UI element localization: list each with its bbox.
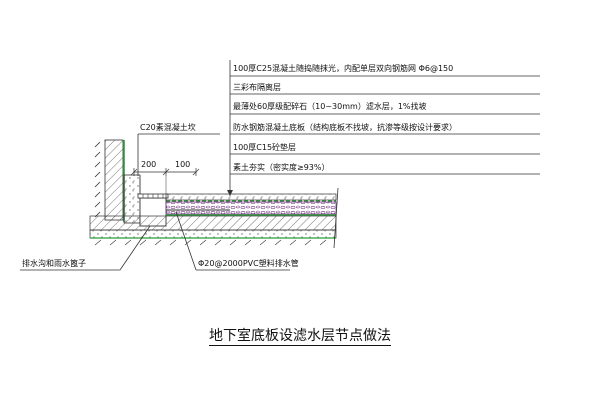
ground-hatch-marks — [94, 141, 101, 218]
topping-layer — [165, 193, 337, 201]
slab-layer — [89, 215, 337, 231]
layer-label-soil: 素土夯实（密实度≥93%） — [233, 163, 330, 172]
dimension-200: 200 — [141, 160, 157, 169]
dimension-100: 100 — [175, 160, 191, 169]
layer-label-topping: 100厚C25混凝土随捣随抹光，内配单层双向钢筋网 Φ6@150 — [233, 64, 454, 73]
layer-label-slab: 防水钢筋混凝土底板（结构底板不找坡，抗渗等级按设计要求） — [233, 123, 457, 132]
gutter-leader — [20, 225, 151, 271]
leader-rules — [230, 75, 540, 175]
layer-label-membrane: 三彩布隔离层 — [233, 83, 281, 92]
callout-gutter: 排水沟和雨水篦子 — [22, 259, 86, 268]
leader-arrow — [227, 190, 233, 196]
grate-bars — [142, 194, 164, 198]
break-line — [333, 187, 339, 249]
pipe-leader — [175, 211, 290, 271]
callout-curb: C20素混凝土坎 — [140, 123, 196, 132]
curb-leader — [137, 133, 220, 176]
cushion-layer — [89, 229, 337, 239]
callout-pipe: Φ20@2000PVC塑料排水管 — [198, 259, 299, 268]
soil-marks — [94, 239, 327, 246]
diagram-caption: 地下室底板设滤水层节点做法 — [0, 327, 600, 346]
retaining-wall — [104, 139, 124, 221]
layer-label-cushion: 100厚C15砼垫层 — [233, 143, 297, 152]
dim-ticks — [130, 168, 200, 176]
layer-label-gravel: 最薄处60厚级配碎石（10~30mm）滤水层，1%找坡 — [233, 102, 427, 111]
gravel-layer — [165, 201, 337, 215]
caption-text: 地下室底板设滤水层节点做法 — [209, 328, 391, 346]
